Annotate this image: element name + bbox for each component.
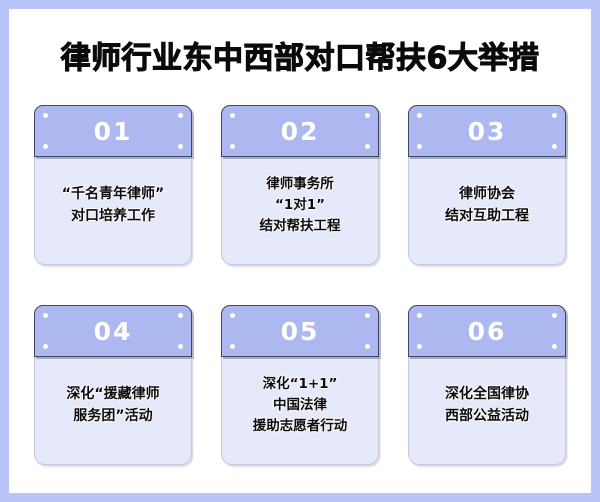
card-text-line: 结对帮扶工程 xyxy=(259,217,341,234)
page-title: 律师行业东中西部对口帮扶6大举措 xyxy=(60,40,540,76)
measure-card-02[interactable]: 02 律师事务所 “1对1” 结对帮扶工程 xyxy=(221,105,379,265)
corner-dot-icon xyxy=(178,144,183,149)
card-body-06: 深化全国律协 西部公益活动 xyxy=(408,357,566,465)
card-number-04: 04 xyxy=(93,316,133,346)
corner-dot-icon xyxy=(178,344,183,349)
corner-dot-icon xyxy=(43,313,48,318)
corner-dot-icon xyxy=(178,313,183,318)
card-header-01: 01 xyxy=(34,105,192,157)
title-bar: 律师行业东中西部对口帮扶6大举措 xyxy=(9,9,591,101)
card-header-06: 06 xyxy=(408,305,566,357)
card-number-02: 02 xyxy=(280,116,320,146)
card-text-line: 深化全国律协 xyxy=(445,385,529,402)
card-number-05: 05 xyxy=(280,316,320,346)
corner-dot-icon xyxy=(365,144,370,149)
corner-dot-icon xyxy=(552,144,557,149)
card-body-01: “千名青年律师” 对口培养工作 xyxy=(34,157,192,265)
card-text-line: 深化“1+1” xyxy=(262,376,338,393)
card-text-line: 深化“援藏律师 xyxy=(66,385,160,402)
card-body-02: 律师事务所 “1对1” 结对帮扶工程 xyxy=(221,157,379,265)
card-body-03: 律师协会 结对互助工程 xyxy=(408,157,566,265)
card-number-01: 01 xyxy=(93,116,133,146)
corner-dot-icon xyxy=(365,113,370,118)
corner-dot-icon xyxy=(230,344,235,349)
card-text-line: 服务团”活动 xyxy=(73,407,153,424)
card-text-line: “1对1” xyxy=(274,197,326,214)
corner-dot-icon xyxy=(365,344,370,349)
corner-dot-icon xyxy=(178,113,183,118)
card-text-line: 结对互助工程 xyxy=(445,207,529,224)
card-text-line: 律师事务所 xyxy=(266,176,334,193)
corner-dot-icon xyxy=(230,113,235,118)
corner-dot-icon xyxy=(43,113,48,118)
card-header-02: 02 xyxy=(221,105,379,157)
measures-grid: 01 “千名青年律师” 对口培养工作 02 律师事务所 “1对1” xyxy=(9,101,591,493)
card-text-line: 中国法律 xyxy=(273,397,327,414)
corner-dot-icon xyxy=(552,313,557,318)
measure-card-04[interactable]: 04 深化“援藏律师 服务团”活动 xyxy=(34,305,192,465)
card-text-line: 对口培养工作 xyxy=(71,207,155,224)
card-header-03: 03 xyxy=(408,105,566,157)
corner-dot-icon xyxy=(417,344,422,349)
corner-dot-icon xyxy=(552,113,557,118)
measure-card-03[interactable]: 03 律师协会 结对互助工程 xyxy=(408,105,566,265)
corner-dot-icon xyxy=(43,144,48,149)
card-body-05: 深化“1+1” 中国法律 援助志愿者行动 xyxy=(221,357,379,465)
corner-dot-icon xyxy=(43,344,48,349)
corner-dot-icon xyxy=(230,144,235,149)
corner-dot-icon xyxy=(230,313,235,318)
card-body-04: 深化“援藏律师 服务团”活动 xyxy=(34,357,192,465)
card-number-06: 06 xyxy=(467,316,507,346)
corner-dot-icon xyxy=(417,144,422,149)
measure-card-01[interactable]: 01 “千名青年律师” 对口培养工作 xyxy=(34,105,192,265)
card-text-line: “千名青年律师” xyxy=(61,185,165,202)
corner-dot-icon xyxy=(417,113,422,118)
card-text-line: 西部公益活动 xyxy=(445,407,529,424)
card-text-line: 援助志愿者行动 xyxy=(252,417,348,434)
corner-dot-icon xyxy=(417,313,422,318)
corner-dot-icon xyxy=(552,344,557,349)
card-header-05: 05 xyxy=(221,305,379,357)
measure-card-06[interactable]: 06 深化全国律协 西部公益活动 xyxy=(408,305,566,465)
card-text-line: 律师协会 xyxy=(459,185,515,202)
card-header-04: 04 xyxy=(34,305,192,357)
card-number-03: 03 xyxy=(467,116,507,146)
poster-canvas: 律师行业东中西部对口帮扶6大举措 01 “千名青年律师” 对口培养工作 xyxy=(9,9,591,493)
measure-card-05[interactable]: 05 深化“1+1” 中国法律 援助志愿者行动 xyxy=(221,305,379,465)
corner-dot-icon xyxy=(365,313,370,318)
